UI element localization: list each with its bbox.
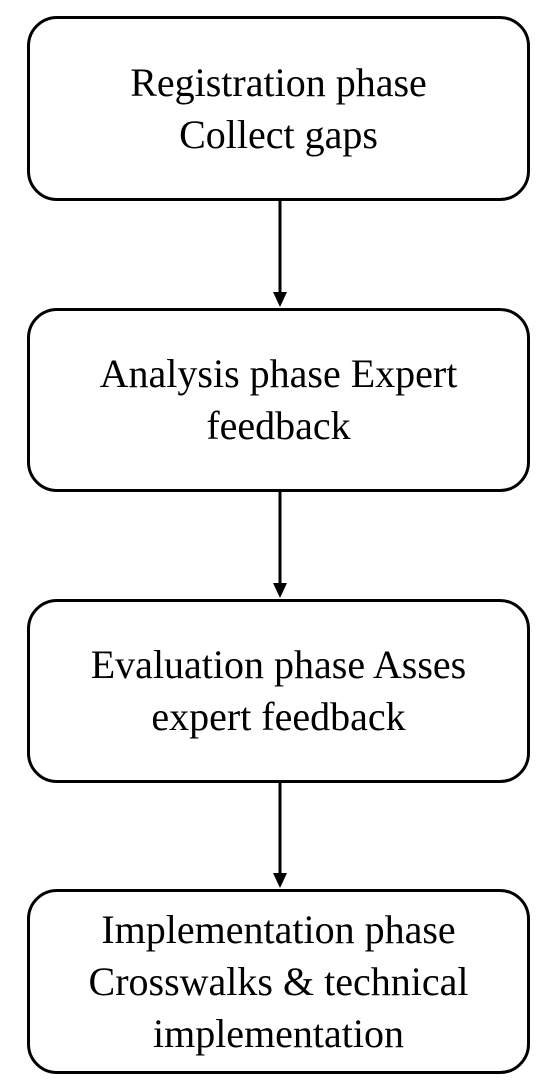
- step-3-line-1: Evaluation phase Asses: [90, 642, 467, 687]
- step-4-line-2: Crosswalks & technical: [88, 958, 469, 1004]
- arrow-1-to-2: [273, 201, 287, 307]
- arrow-1-head: [273, 292, 287, 307]
- step-1-line-2: Collect gaps: [179, 111, 378, 157]
- arrow-3-head: [273, 873, 287, 888]
- step-4-line-1: Implementation phase: [101, 906, 456, 952]
- step-3-line-2: expert feedback: [151, 694, 406, 739]
- step-1-line-1: Registration phase: [130, 59, 427, 105]
- arrow-2-head: [273, 583, 287, 598]
- step-evaluation-phase: Evaluation phase Asses expert feedback: [27, 599, 530, 783]
- step-4-line-3: implementation: [152, 1010, 405, 1056]
- arrow-3-to-4: [273, 783, 287, 888]
- step-analysis-phase: Analysis phase Expert feedback: [27, 308, 530, 492]
- arrow-2-to-3: [273, 492, 287, 598]
- step-2-line-1: Analysis phase Expert: [99, 351, 458, 396]
- step-2-line-2: feedback: [206, 403, 351, 448]
- step-implementation-phase: Implementation phase Crosswalks & techni…: [27, 889, 530, 1074]
- step-registration-phase: Registration phase Collect gaps: [27, 16, 530, 201]
